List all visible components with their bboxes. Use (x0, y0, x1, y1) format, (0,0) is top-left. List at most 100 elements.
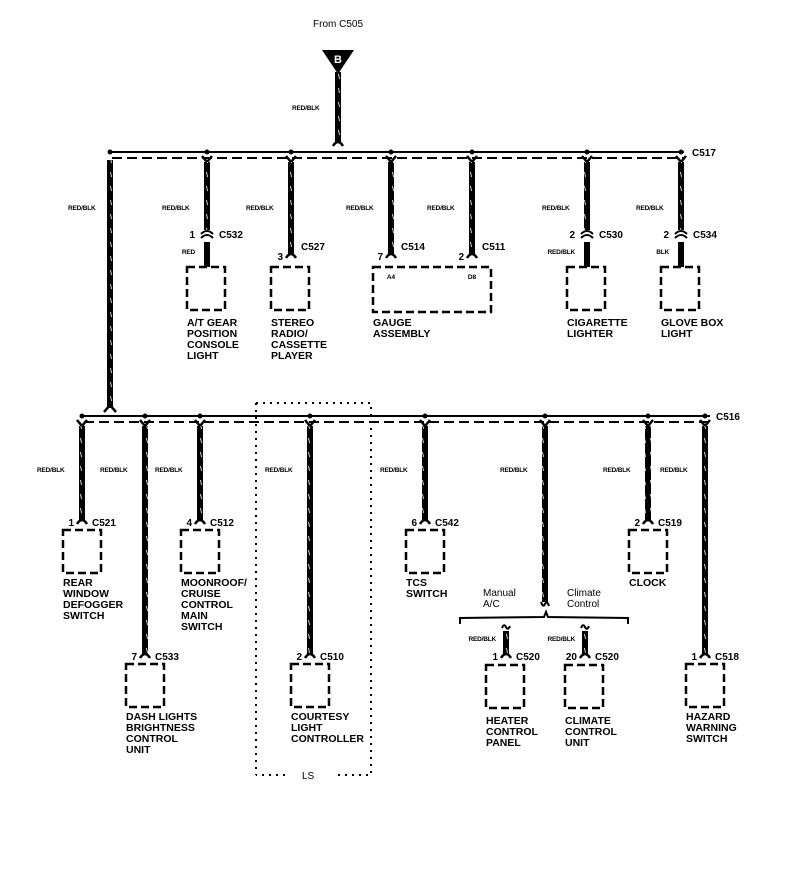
end-connector-icon (193, 518, 207, 525)
connector-label: C533 (155, 652, 179, 663)
inline-connector-icon (200, 230, 214, 239)
pin-label: 1 (189, 230, 195, 241)
splice-dot (79, 413, 85, 419)
connector-label: C519 (658, 518, 682, 529)
splice-dot (678, 149, 684, 155)
wire (542, 426, 548, 602)
option-label-0: Manual (483, 588, 516, 599)
component-label-0: MOONROOF/ (181, 577, 247, 589)
splice-dot (204, 149, 210, 155)
component-box (484, 663, 526, 710)
pin-label: 1 (691, 652, 697, 663)
option-start-icon (501, 624, 511, 630)
wire-solid (204, 242, 210, 267)
component-label-3: UNIT (126, 744, 151, 756)
lower-bus-connector: C516 (716, 412, 740, 423)
component-label-2: CONTROL (126, 733, 178, 745)
pin-label: 7 (131, 652, 137, 663)
after-wire-color-label: RED/BLK (548, 249, 576, 256)
component-label-0: REAR (63, 577, 93, 589)
option-label-1: Control (567, 599, 599, 610)
gauge-assembly: GAUGE ASSEMBLY (371, 265, 493, 340)
end-connector-icon (75, 518, 89, 525)
connector-label: C511 (482, 242, 506, 253)
source-wire-color: RED/BLK (292, 105, 320, 112)
component-label-2: UNIT (565, 737, 590, 749)
component-label-2: DEFOGGER (63, 599, 124, 611)
component-box (124, 662, 166, 709)
wire (469, 162, 475, 254)
source-terminal-label: B (334, 54, 342, 66)
trunk-wire: RED/BLK (68, 149, 117, 413)
wire-color-label: RED/BLK (603, 467, 631, 474)
component-label-2: SWITCH (686, 733, 727, 745)
upper-bus: C517 (110, 148, 716, 159)
wire (197, 426, 203, 520)
splice-dot (307, 413, 313, 419)
component-label-2: PANEL (486, 737, 521, 749)
wire-color-label: RED/BLK (37, 467, 65, 474)
component-label-0: CIGARETTE (567, 317, 628, 329)
component-label-1: LIGHTER (567, 328, 613, 340)
component-label-3: PLAYER (271, 350, 313, 362)
wire-color-label: RED/BLK (500, 467, 528, 474)
pin-label: 6 (411, 518, 417, 529)
end-connector-icon (138, 652, 152, 659)
component-box (659, 265, 701, 312)
component-label-2: CONSOLE (187, 339, 239, 351)
connector-label: C532 (219, 230, 243, 241)
wire (503, 631, 509, 654)
component-label-3: LIGHT (187, 350, 219, 362)
splice-dot (645, 413, 651, 419)
option-start-icon (580, 624, 590, 630)
component-label-2: CASSETTE (271, 339, 327, 351)
component-label-1: CONTROL (565, 726, 617, 738)
wire-color-label: RED/BLK (542, 205, 570, 212)
source-label: From C505 (313, 19, 363, 30)
component-label-0: DASH LIGHTS (126, 711, 197, 723)
upper-bus-connector: C517 (692, 148, 716, 159)
wire-solid (584, 242, 590, 267)
component-label-1: CRUISE (181, 588, 221, 600)
wire (645, 426, 651, 520)
component-box (61, 528, 103, 575)
source-connector-icon (331, 140, 345, 147)
pin-label: 4 (186, 518, 192, 529)
wire-color-label: RED/BLK (469, 636, 497, 643)
gauge-assembly-label-0: GAUGE (373, 317, 412, 329)
component-label-1: RADIO/ (271, 328, 308, 340)
connector-label: C530 (599, 230, 623, 241)
wire-color-label: RED/BLK (346, 205, 374, 212)
splice-dot (584, 149, 590, 155)
end-connector-icon (384, 252, 398, 259)
splice-dot (542, 413, 548, 419)
component-label-1: CONTROL (486, 726, 538, 738)
option-brace (459, 609, 629, 624)
component-box (185, 265, 227, 312)
component-box (627, 528, 669, 575)
wire (307, 426, 313, 654)
inline-connector-icon (674, 230, 688, 239)
component-box (269, 265, 311, 312)
wire-solid (678, 242, 684, 267)
component-label-0: HEATER (486, 715, 529, 727)
end-connector-icon (465, 252, 479, 259)
component-label-1: POSITION (187, 328, 237, 340)
splice-dot (197, 413, 203, 419)
connector-label: C534 (693, 230, 717, 241)
splice-y-icon (419, 419, 431, 428)
component-label-0: HAZARD (686, 711, 731, 723)
component-label-4: SWITCH (181, 621, 222, 633)
end-connector-icon (303, 652, 317, 659)
component-box (179, 528, 221, 575)
gauge-assembly-label-1: ASSEMBLY (373, 328, 430, 340)
component-label-1: WARNING (686, 722, 737, 734)
